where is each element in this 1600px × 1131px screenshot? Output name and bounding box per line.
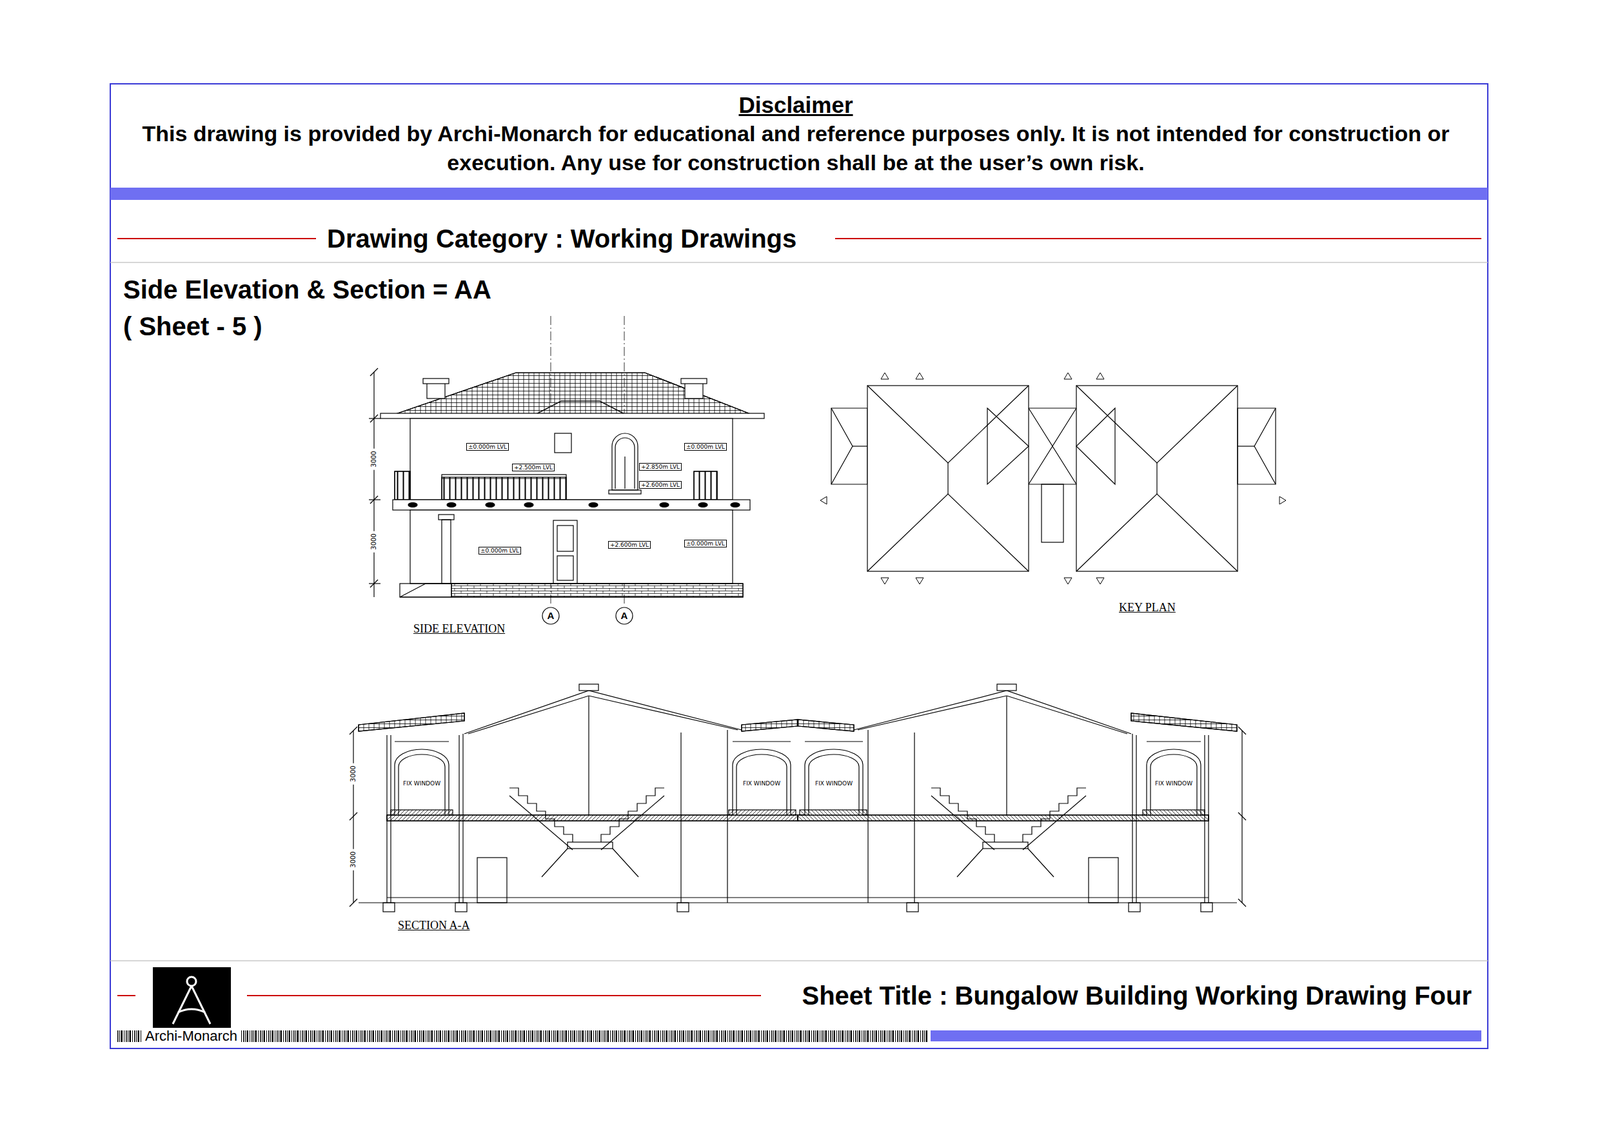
- drawing-label: SECTION A-A: [397, 918, 471, 934]
- grid-marker: A: [621, 610, 629, 622]
- disclaimer-text: This drawing is provided by Archi-Monarc…: [138, 119, 1454, 178]
- level-tag: +2.600m LVL: [608, 541, 651, 550]
- level-tag: +2.600m LVL: [639, 481, 682, 490]
- window-tag: FIX WINDOW: [1152, 780, 1196, 788]
- dimension: 3000: [370, 448, 378, 470]
- drawing-label: SIDE ELEVATION: [413, 622, 505, 637]
- window-tag: FIX WINDOW: [400, 780, 444, 788]
- level-tag: +2.850m LVL: [639, 463, 682, 472]
- level-tag: ±0.000m LVL: [466, 443, 509, 452]
- category-heading: Drawing Category : Working Drawings: [324, 223, 800, 255]
- level-tag: +2.500m LVL: [512, 463, 555, 473]
- level-tag: ±0.000m LVL: [684, 443, 727, 452]
- sheet-heading: Side Elevation & Section = AA: [123, 274, 492, 306]
- dimension: 3000: [370, 530, 378, 553]
- level-tag: ±0.000m LVL: [478, 546, 522, 556]
- level-tag: ±0.000m LVL: [684, 539, 727, 549]
- dimension: 3000: [349, 848, 358, 870]
- sheet-title: Sheet Title : Bungalow Building Working …: [799, 980, 1475, 1012]
- disclaimer-heading: Disclaimer: [738, 91, 853, 119]
- window-tag: FIX WINDOW: [740, 780, 783, 788]
- brand-name: Archi-Monarch: [142, 1027, 240, 1045]
- window-tag: FIX WINDOW: [812, 780, 856, 788]
- grid-marker: A: [547, 610, 555, 622]
- drawing-label: KEY PLAN: [1118, 601, 1176, 616]
- dimension: 3000: [349, 762, 358, 785]
- sheet-number: ( Sheet - 5 ): [123, 310, 263, 342]
